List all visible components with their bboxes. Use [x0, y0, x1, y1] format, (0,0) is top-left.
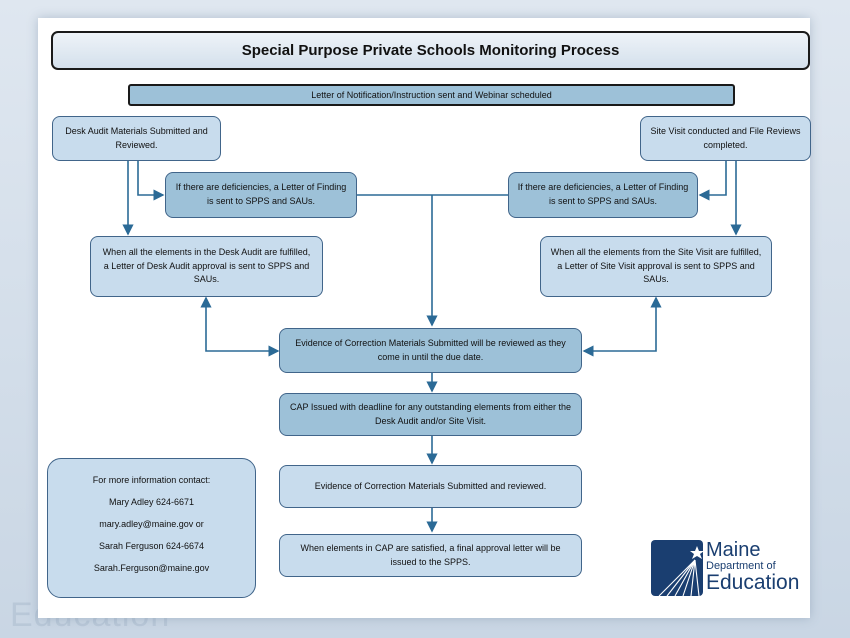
- right-deficiency-box: If there are deficiencies, a Letter of F…: [508, 172, 698, 218]
- contact-line-3: Sarah Ferguson 624-6674: [98, 541, 205, 551]
- desk-audit-approval-box: When all the elements in the Desk Audit …: [90, 236, 323, 297]
- logo-line-education: Education: [706, 571, 800, 594]
- maine-doe-logo-graphic: [651, 540, 704, 597]
- star-icon: [690, 546, 704, 559]
- site-visit-box: Site Visit conducted and File Reviews co…: [640, 116, 811, 161]
- evidence-submitted-box: Evidence of Correction Materials Submitt…: [279, 465, 582, 508]
- left-deficiency-box: If there are deficiencies, a Letter of F…: [165, 172, 357, 218]
- arrow-site-to-deficiency: [698, 161, 727, 201]
- site-visit-approval-box: When all the elements from the Site Visi…: [540, 236, 772, 297]
- logo-line-department: Department of: [706, 560, 776, 572]
- desk-audit-box: Desk Audit Materials Submitted and Revie…: [52, 116, 221, 161]
- final-approval-box: When elements in CAP are satisfied, a fi…: [279, 534, 582, 577]
- notification-banner: Letter of Notification/Instruction sent …: [128, 84, 735, 106]
- evidence-review-box: Evidence of Correction Materials Submitt…: [279, 328, 582, 373]
- arrow-left-to-evidence: [205, 337, 280, 357]
- logo-line-maine: Maine: [706, 539, 761, 561]
- cap-issued-box: CAP Issued with deadline for any outstan…: [279, 393, 582, 436]
- diagram-title: Special Purpose Private Schools Monitori…: [51, 31, 810, 70]
- contact-email-2[interactable]: Sarah.Ferguson@maine.gov: [93, 563, 210, 573]
- contact-box: For more information contact: Mary Adley…: [47, 458, 256, 598]
- arrow-right-to-evidence: [582, 337, 657, 357]
- arrow-desk-to-deficiency: [137, 161, 165, 201]
- contact-heading: For more information contact:: [92, 475, 211, 485]
- contact-line-1: Mary Adley 624-6671: [108, 497, 195, 507]
- maine-doe-logo-text: Maine Department of Education: [706, 540, 799, 594]
- contact-email-1[interactable]: mary.adley@maine.gov or: [99, 519, 204, 529]
